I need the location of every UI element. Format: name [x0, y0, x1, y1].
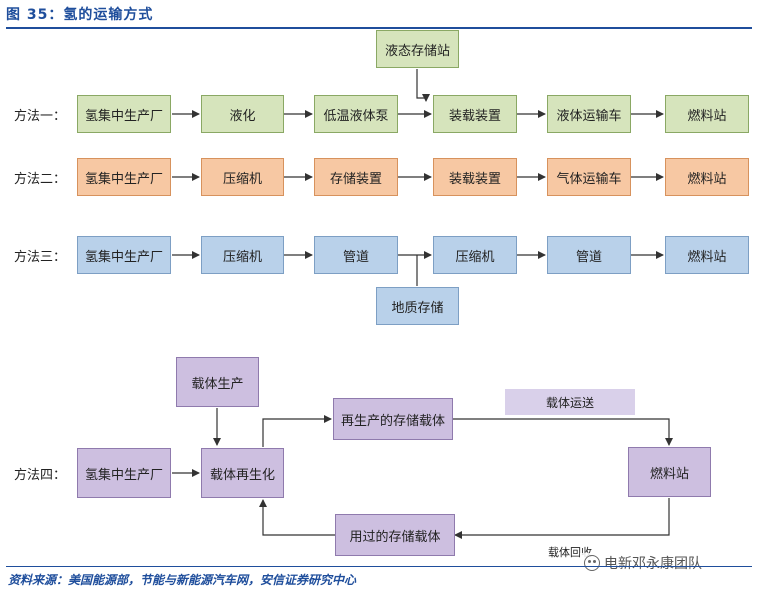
title-rule	[6, 27, 752, 29]
m3-step-compressor-1: 压缩机	[201, 236, 284, 274]
m1-step-liquefaction: 液化	[201, 95, 284, 133]
m2-step-compressor: 压缩机	[201, 158, 284, 196]
m2-step-fuel-station: 燃料站	[665, 158, 749, 196]
m3-step-pipeline-2: 管道	[547, 236, 631, 274]
carrier-regeneration-box: 载体再生化	[201, 448, 284, 498]
m1-step-fuel-station: 燃料站	[665, 95, 749, 133]
watermark-text: 电新邓永康团队	[604, 556, 702, 572]
method2-label: 方法二：	[14, 172, 67, 187]
m1-step-liquid-truck: 液体运输车	[547, 95, 631, 133]
m4-fuel-station-box: 燃料站	[628, 447, 711, 497]
m4-producer-box: 氢集中生产厂	[77, 448, 171, 498]
m3-step-pipeline-1: 管道	[314, 236, 398, 274]
source-rule	[6, 566, 752, 567]
m1-step-producer: 氢集中生产厂	[77, 95, 171, 133]
figure-title: 图 35：氢的运输方式	[6, 7, 154, 23]
m4-recycle-arrow	[259, 499, 335, 536]
m4-transport-arrow	[453, 418, 673, 446]
m1-step-cryo-pump: 低温液体泵	[314, 95, 398, 133]
m2-step-loading: 装载装置	[433, 158, 517, 196]
carrier-production-box: 载体生产	[176, 357, 259, 407]
method4-label: 方法四：	[14, 468, 67, 483]
m4-return-arrow	[454, 498, 670, 539]
m3-step-producer: 氢集中生产厂	[77, 236, 171, 274]
m3-step-fuel-station: 燃料站	[665, 236, 749, 274]
liquid-storage-station-box: 液态存储站	[376, 30, 459, 68]
carrier-transport-note: 载体运送	[505, 389, 635, 415]
geological-storage-box: 地质存储	[376, 287, 459, 325]
source-note: 资料来源：美国能源部，节能与新能源汽车网，安信证券研究中心	[8, 573, 357, 587]
used-carrier-box: 用过的存储载体	[335, 514, 455, 556]
watermark: 电新邓永康团队	[580, 553, 706, 573]
m1-step-loading: 装载装置	[433, 95, 517, 133]
method3-label: 方法三：	[14, 250, 67, 265]
regenerated-carrier-box: 再生产的存储载体	[333, 398, 453, 440]
m4-regen-arrow	[262, 415, 332, 447]
m2-step-storage: 存储装置	[314, 158, 398, 196]
m1-storage-arrow	[416, 69, 430, 102]
m3-step-compressor-2: 压缩机	[433, 236, 517, 274]
m2-step-producer: 氢集中生产厂	[77, 158, 171, 196]
method1-label: 方法一：	[14, 109, 67, 124]
m2-step-gas-truck: 气体运输车	[547, 158, 631, 196]
wechat-icon	[584, 555, 600, 571]
